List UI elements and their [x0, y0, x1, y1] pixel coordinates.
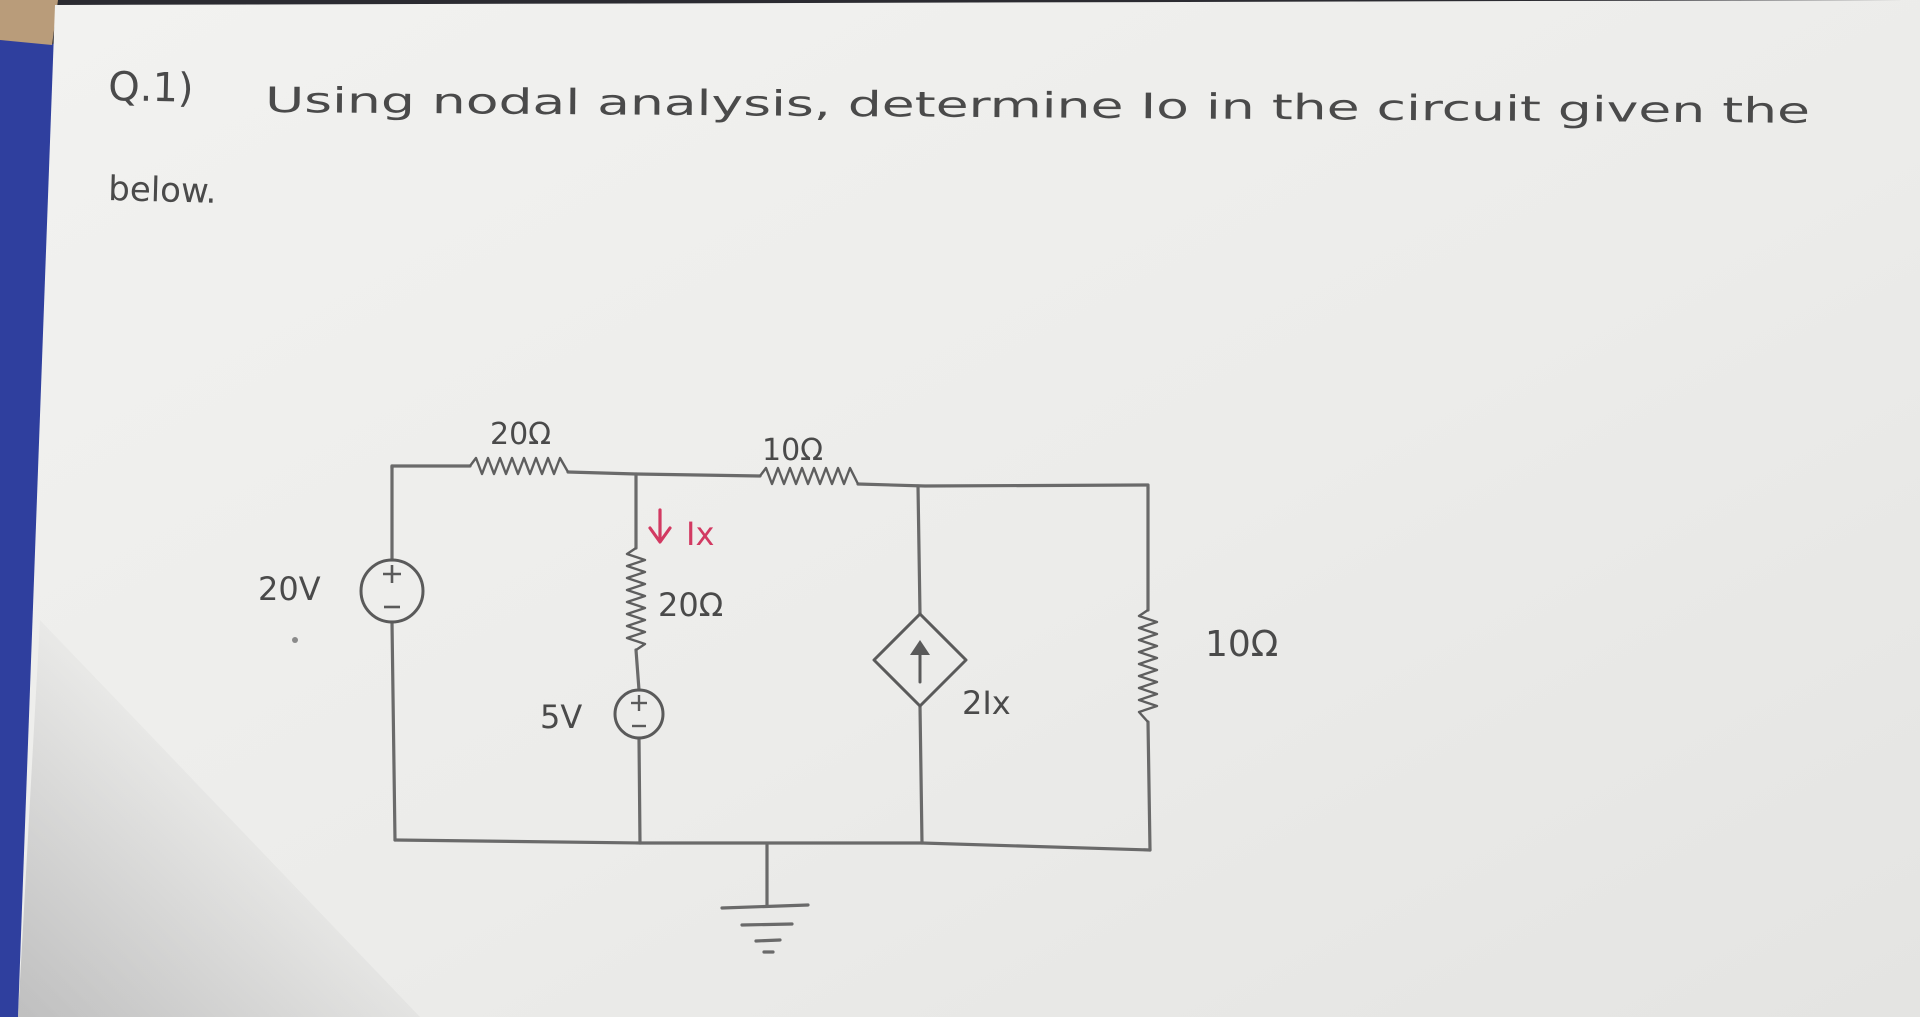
label-r-top-right: 10Ω [762, 433, 823, 468]
ground-icon [720, 903, 810, 954]
resistor-top-right [759, 466, 860, 486]
label-r-top-left: 20Ω [490, 417, 551, 452]
label-dependent-source: 2Ix [962, 684, 1011, 722]
resistor-middle [625, 547, 647, 651]
voltage-source-5v-icon [613, 688, 665, 740]
desk-corner [0, 0, 58, 45]
pencil-dot [292, 637, 298, 643]
circuit-wires [390, 464, 1152, 907]
dependent-current-source-icon [872, 612, 968, 708]
voltage-source-20v-icon [359, 558, 425, 624]
hand-shadow [18, 620, 420, 1017]
label-src-5v: 5V [540, 698, 582, 736]
paper [18, 0, 1920, 1017]
label-src-20v: 20V [258, 570, 321, 608]
label-r-middle: 20Ω [658, 586, 723, 624]
resistor-right [1137, 609, 1159, 723]
question-number: Q.1) [108, 64, 194, 112]
current-arrow-icon [648, 508, 672, 544]
question-line-2: below. [108, 169, 217, 212]
label-current-ix: Ix [686, 515, 714, 553]
label-r-right: 10Ω [1205, 624, 1278, 665]
resistor-top-left [469, 456, 570, 476]
